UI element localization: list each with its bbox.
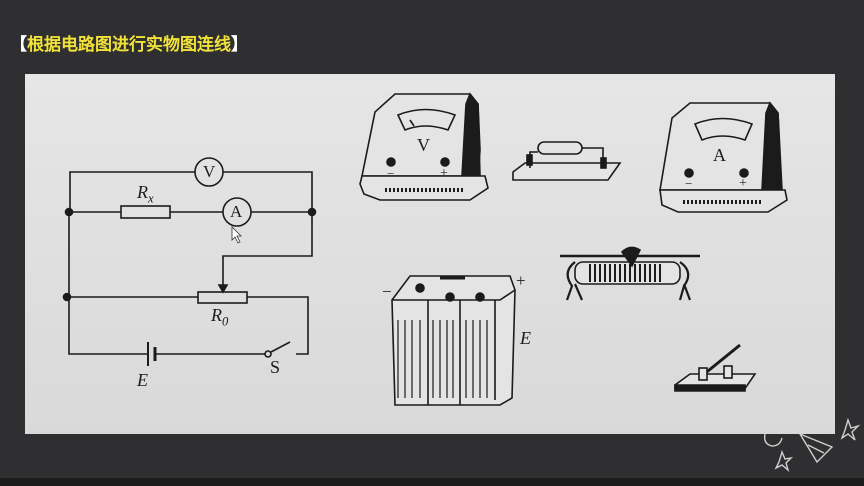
r0-label-main: R bbox=[211, 305, 222, 325]
junction-dot bbox=[307, 207, 317, 217]
switch-symbol-label: S bbox=[270, 357, 281, 377]
wire-top bbox=[69, 171, 313, 288]
r0-label-sub: 0 bbox=[222, 314, 229, 329]
title-text: 根据电路图进行实物图连线 bbox=[27, 35, 231, 55]
junction-dot bbox=[62, 292, 72, 302]
resistor-apparatus bbox=[512, 141, 622, 181]
voltmeter-plus-terminal: + bbox=[440, 166, 448, 181]
ammeter-symbol-label: A bbox=[230, 202, 243, 221]
voltmeter-apparatus bbox=[359, 92, 489, 201]
voltmeter-minus-terminal: − bbox=[387, 166, 395, 181]
slider-arrow bbox=[217, 284, 229, 294]
mouse-cursor-icon bbox=[231, 226, 242, 244]
battery-apparatus bbox=[391, 275, 516, 406]
rx-label-main: R bbox=[137, 182, 148, 202]
switch-contact bbox=[264, 350, 272, 358]
r0-label: R0 bbox=[211, 306, 228, 328]
r0-rheostat bbox=[197, 291, 248, 304]
ammeter-face-label: A bbox=[713, 145, 726, 165]
voltmeter-symbol bbox=[194, 157, 224, 187]
star-icon bbox=[774, 449, 794, 472]
cloud-doodle-icon bbox=[763, 433, 783, 447]
ammeter-apparatus bbox=[659, 101, 788, 213]
voltmeter-face-label: V bbox=[417, 135, 430, 155]
title-bracket-open: 【 bbox=[10, 35, 27, 55]
battery-symbol-label: E bbox=[137, 370, 148, 390]
battery-minus-label: − bbox=[382, 282, 392, 301]
voltmeter-symbol-label: V bbox=[203, 162, 216, 181]
paper-plane-icon bbox=[798, 432, 834, 464]
rx-label-sub: x bbox=[148, 191, 154, 206]
star-icon bbox=[840, 417, 861, 441]
battery-plus-label: + bbox=[516, 271, 526, 290]
chalk-doodles bbox=[763, 417, 861, 472]
wire-main-loop bbox=[67, 212, 309, 355]
ammeter-minus-terminal: − bbox=[685, 176, 693, 191]
switch-apparatus bbox=[674, 343, 757, 392]
ammeter-symbol bbox=[222, 197, 252, 227]
lesson-title: 【根据电路图进行实物图连线】 bbox=[10, 30, 248, 55]
battery-apparatus-label: E bbox=[520, 328, 531, 348]
title-bracket-close: 】 bbox=[231, 35, 248, 55]
rheostat-apparatus bbox=[560, 246, 700, 301]
circuit-diagram bbox=[62, 157, 317, 366]
ammeter-plus-terminal: + bbox=[739, 176, 747, 191]
video-bottom-bar bbox=[0, 478, 864, 486]
rx-resistor bbox=[120, 205, 171, 219]
rx-label: Rx bbox=[137, 183, 154, 205]
